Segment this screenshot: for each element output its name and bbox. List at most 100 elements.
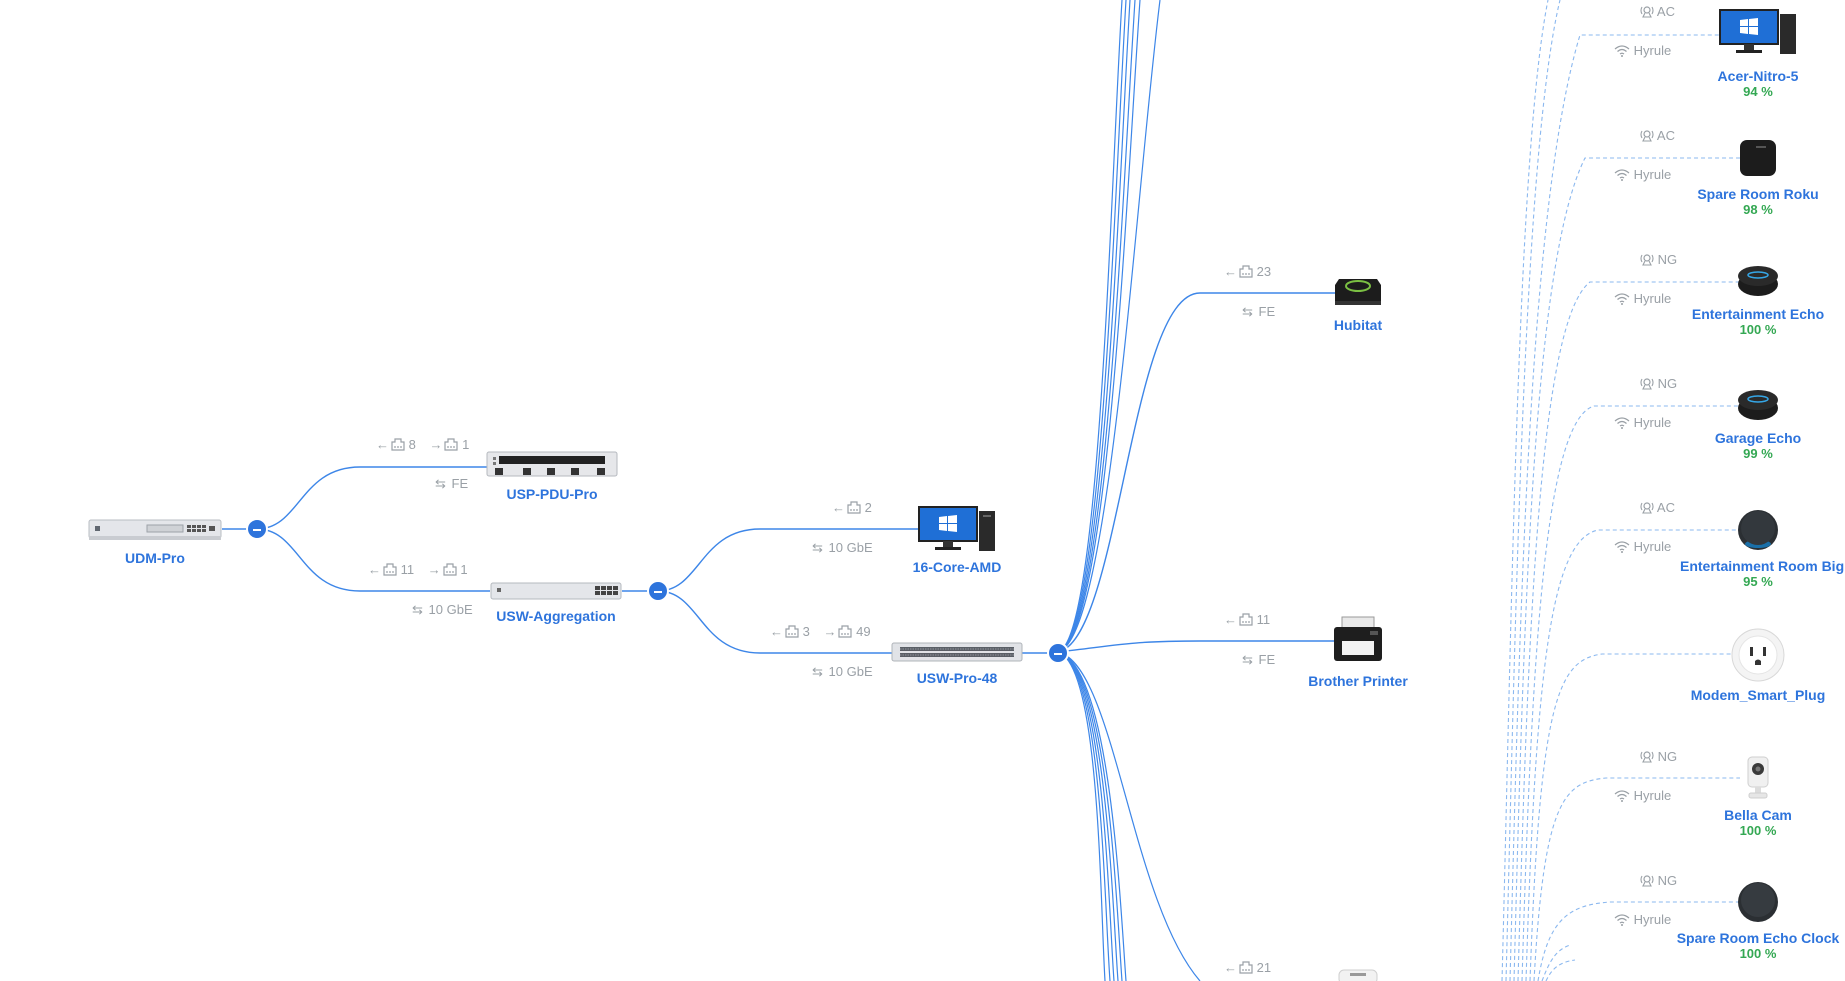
wifi-icon: [1614, 293, 1630, 305]
printer-icon: [1334, 616, 1382, 661]
printer-port-stats: ← 11: [1222, 612, 1270, 628]
wifi-icon: [1614, 417, 1630, 429]
access-point-icon: [1640, 254, 1654, 266]
device-name[interactable]: Spare Room Roku: [1697, 186, 1819, 202]
device-name[interactable]: Bella Cam: [1724, 807, 1792, 823]
ssid-name: Hyrule: [1633, 43, 1672, 58]
ethernet-port-icon: [391, 438, 405, 451]
uplink-port: 11: [400, 562, 415, 577]
client-spare-room-echo-clock[interactable]: Spare Room Echo Clock 100 %: [1668, 880, 1845, 962]
device-name[interactable]: USP-PDU-Pro: [506, 486, 598, 502]
pro48-collapse-button[interactable]: [1047, 642, 1069, 664]
access-point-icon: [1640, 378, 1654, 390]
ethernet-port-icon: [1239, 265, 1253, 278]
amd-port-stats: ← 2: [830, 500, 872, 516]
device-name[interactable]: Brother Printer: [1308, 673, 1408, 689]
client-ssid: Hyrule: [1614, 539, 1671, 555]
ethernet-port-icon: [1239, 613, 1253, 626]
client-modem-smart-plug[interactable]: Modem_Smart_Plug: [1668, 627, 1845, 703]
client-garage-echo[interactable]: Garage Echo 99 %: [1668, 386, 1845, 462]
device-usp-pdu-pro[interactable]: USP-PDU-Pro: [462, 448, 642, 502]
client-ssid: Hyrule: [1614, 415, 1671, 431]
arrow-left-icon: ←: [1224, 264, 1237, 279]
link-speed: 10 GbE: [828, 664, 873, 679]
ethernet-port-icon: [383, 563, 397, 576]
smart-plug-icon: [1731, 628, 1785, 682]
ap-name: NG: [1657, 252, 1678, 267]
ethernet-port-icon: [1239, 961, 1253, 974]
rack-device-icon: [88, 519, 222, 540]
swap-arrows-icon: ⇆: [1242, 304, 1253, 319]
client-ssid: Hyrule: [1614, 788, 1671, 804]
client-entertainment-room-big-amazon[interactable]: Entertainment Room Big Amazon 95 %: [1672, 508, 1844, 590]
uplink-port: 21: [1256, 960, 1272, 975]
hubitat-port-stats: ← 23: [1222, 264, 1271, 280]
printer-speed: ⇆ FE: [1240, 652, 1275, 668]
udm-pro-collapse-button[interactable]: [246, 518, 268, 540]
device-name[interactable]: Entertainment Echo: [1691, 306, 1825, 322]
uplink-port: 8: [408, 437, 416, 452]
device-name[interactable]: USW-Pro-48: [916, 670, 998, 686]
link-speed: FE: [1258, 652, 1276, 667]
signal-strength: 100 %: [1739, 946, 1777, 961]
client-acer-nitro-5[interactable]: Acer-Nitro-5 94 %: [1668, 8, 1845, 100]
wifi-icon: [1614, 169, 1630, 181]
uplink-port: 11: [1256, 612, 1271, 627]
device-usw-aggregation[interactable]: USW-Aggregation: [466, 580, 646, 624]
client-ap: NG: [1640, 376, 1677, 392]
swap-arrows-icon: ⇆: [412, 602, 423, 617]
amd-speed: ⇆ 10 GbE: [810, 540, 873, 556]
link-speed: FE: [451, 476, 469, 491]
swap-arrows-icon: ⇆: [435, 476, 446, 491]
device-name[interactable]: Spare Room Echo Clock: [1676, 930, 1840, 946]
ethernet-port-icon: [847, 501, 861, 514]
device-16-core-amd[interactable]: 16-Core-AMD: [867, 505, 1047, 575]
link-speed: 10 GbE: [828, 540, 873, 555]
device-name[interactable]: Modem_Smart_Plug: [1690, 687, 1826, 703]
uplink-port: 2: [864, 500, 872, 515]
link-speed: FE: [1258, 304, 1276, 319]
client-bella-cam[interactable]: Bella Cam 100 %: [1668, 755, 1845, 839]
device-name[interactable]: UDM-Pro: [125, 550, 185, 566]
client-ap: AC: [1640, 500, 1675, 516]
aggregation-collapse-button[interactable]: [647, 580, 669, 602]
switch-device-icon: [490, 582, 622, 600]
pdu-port-stats: ← 8 → 1: [374, 437, 469, 453]
device-name[interactable]: Acer-Nitro-5: [1717, 68, 1799, 84]
device-name[interactable]: Hubitat: [1333, 317, 1383, 333]
device-name[interactable]: 16-Core-AMD: [912, 559, 1002, 575]
streaming-box-icon: [1740, 140, 1776, 176]
signal-strength: 94 %: [1743, 84, 1773, 99]
device-usw-pro-48[interactable]: USW-Pro-48: [867, 640, 1047, 686]
device-udm-pro[interactable]: UDM-Pro: [65, 516, 245, 566]
client-ssid: Hyrule: [1614, 43, 1671, 59]
ap-name: AC: [1656, 128, 1675, 143]
device-brother-printer[interactable]: Brother Printer: [1268, 615, 1448, 689]
smart-speaker-icon: [1738, 390, 1778, 420]
smart-clock-icon: [1738, 882, 1778, 922]
client-ssid: Hyrule: [1614, 912, 1671, 928]
camera-icon: [1747, 756, 1769, 799]
wifi-icon: [1614, 914, 1630, 926]
ssid-name: Hyrule: [1633, 415, 1672, 430]
device-name[interactable]: Garage Echo: [1714, 430, 1802, 446]
uplink-port: 23: [1256, 264, 1272, 279]
device-hubitat[interactable]: Hubitat: [1268, 275, 1448, 333]
ssid-name: Hyrule: [1633, 912, 1672, 927]
partial-device-icon[interactable]: [1338, 968, 1378, 981]
client-ap: NG: [1640, 873, 1677, 889]
device-name[interactable]: Entertainment Room Big Amazon: [1680, 558, 1844, 574]
wifi-icon: [1614, 45, 1630, 57]
access-point-icon: [1640, 875, 1654, 887]
ethernet-port-icon: [785, 625, 799, 638]
ssid-name: Hyrule: [1633, 167, 1672, 182]
client-spare-room-roku[interactable]: Spare Room Roku 98 %: [1668, 136, 1845, 218]
client-entertainment-echo[interactable]: Entertainment Echo 100 %: [1668, 262, 1845, 338]
device-name[interactable]: USW-Aggregation: [496, 608, 616, 624]
smart-speaker-icon: [1738, 266, 1778, 296]
client-ap: AC: [1640, 128, 1675, 144]
ap-name: AC: [1656, 4, 1675, 19]
downlink-port: 49: [856, 624, 871, 639]
